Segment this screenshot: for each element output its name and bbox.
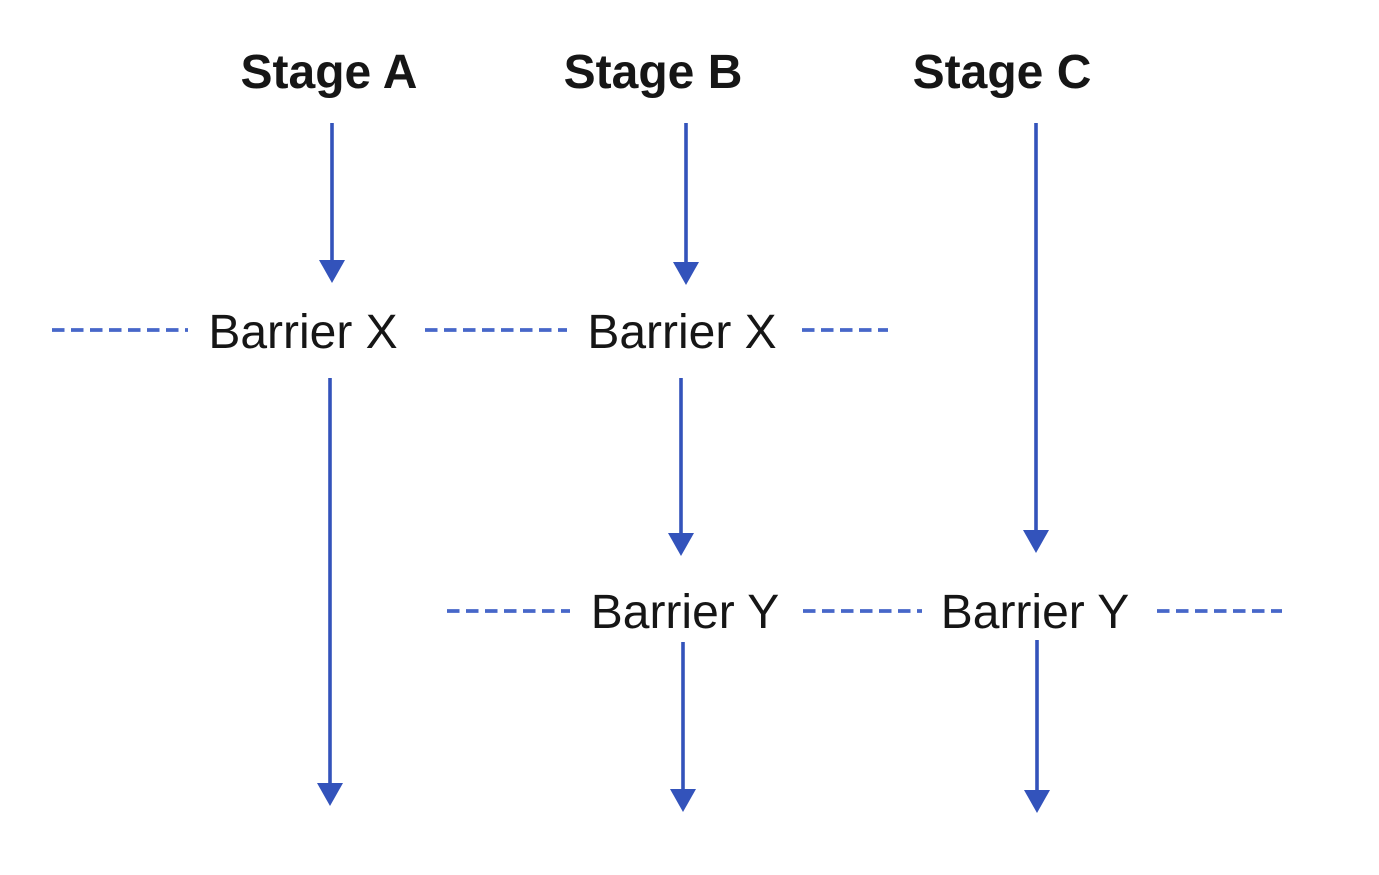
stage-b-arrow-middle [668,378,694,556]
stage-c-arrow-top [1023,123,1049,553]
stage-a-arrow-top [319,123,345,283]
barrier-x-row: Barrier X Barrier X [52,306,888,359]
barrier-x-label-stage-a: Barrier X [208,306,397,359]
stage-b-label: Stage B [564,46,743,99]
stage-a-label: Stage A [241,46,418,99]
stage-a-arrow-bottom [317,378,343,806]
stage-b-arrow-middle-head [668,533,694,556]
stage-b-arrow-bottom-head [670,789,696,812]
stage-c-arrow-bottom-head [1024,790,1050,813]
stage-a-arrow-top-head [319,260,345,283]
barrier-y-label-stage-c: Barrier Y [941,586,1130,639]
stage-c-arrow-top-head [1023,530,1049,553]
stage-c-arrow-bottom [1024,640,1050,813]
stage-b-arrow-top-head [673,262,699,285]
barrier-y-row: Barrier Y Barrier Y [447,586,1282,639]
stage-b-arrow-top [673,123,699,285]
stage-c-label: Stage C [913,46,1092,99]
barrier-y-label-stage-b: Barrier Y [591,586,780,639]
stage-a-arrow-bottom-head [317,783,343,806]
barrier-x-label-stage-b: Barrier X [587,306,776,359]
stage-b-arrow-bottom [670,642,696,812]
